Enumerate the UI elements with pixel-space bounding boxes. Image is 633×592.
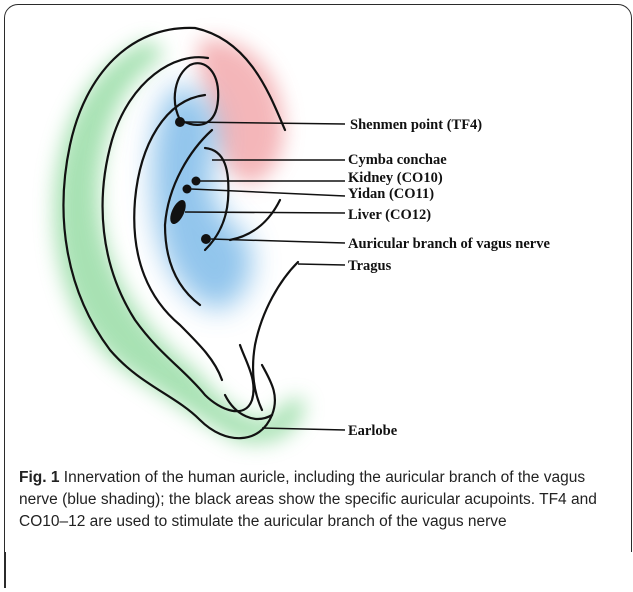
shenmen-label: Shenmen point (TF4) xyxy=(350,117,482,133)
frame-left-edge xyxy=(4,552,6,588)
yidan-label: Yidan (CO11) xyxy=(348,186,434,202)
tragus-line xyxy=(253,262,298,410)
frame-bottom-mask xyxy=(4,552,633,592)
kidney-label: Kidney (CO10) xyxy=(348,170,443,186)
figure-caption: Fig. 1 Innervation of the human auricle,… xyxy=(19,467,619,533)
vagus-label: Auricular branch of vagus nerve xyxy=(348,236,550,252)
vagus-branch-dot xyxy=(201,234,211,244)
earlobe-label: Earlobe xyxy=(348,423,398,439)
cymba-label: Cymba conchae xyxy=(348,152,447,168)
kidney-point-dot xyxy=(192,177,201,186)
yidan-leader xyxy=(191,189,345,196)
auricle-diagram: Shenmen point (TF4) Cymba conchae Kidney… xyxy=(0,0,633,470)
liver-label: Liver (CO12) xyxy=(348,207,431,223)
caption-text: Innervation of the human auricle, includ… xyxy=(19,469,597,530)
labels: Shenmen point (TF4) Cymba conchae Kidney… xyxy=(348,117,550,439)
shenmen-point-dot xyxy=(175,117,185,127)
tragus-label: Tragus xyxy=(348,258,392,274)
caption-label: Fig. 1 xyxy=(19,469,59,486)
liver-leader xyxy=(185,212,345,213)
tragus-leader xyxy=(298,264,345,265)
yidan-point-dot xyxy=(183,185,192,194)
